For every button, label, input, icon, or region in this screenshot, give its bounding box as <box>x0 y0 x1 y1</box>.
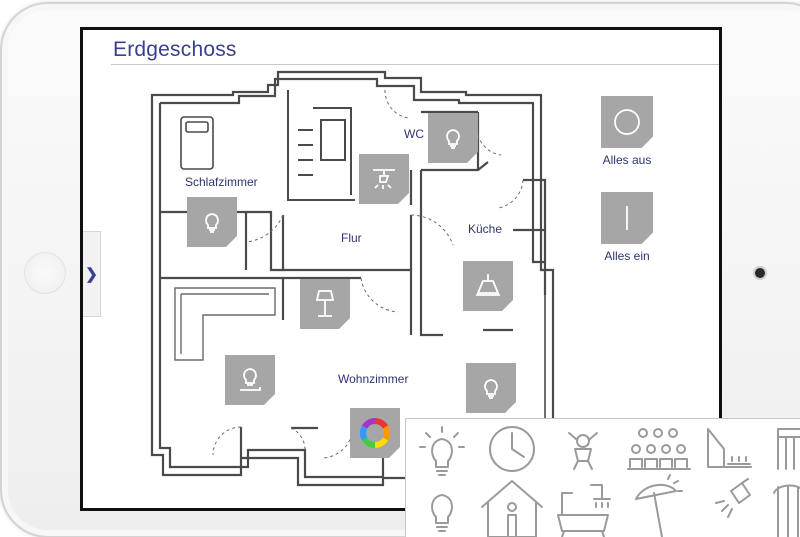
living-floorlamp-tile[interactable] <box>300 279 350 329</box>
room-label-living: Wohnzimmer <box>338 372 409 386</box>
living-color-tile[interactable] <box>350 408 400 458</box>
spotlight-icon[interactable] <box>715 478 751 518</box>
baby-icon[interactable] <box>568 432 598 470</box>
kitchen-pendant-tile[interactable] <box>463 261 513 311</box>
room-label-hall: Flur <box>341 231 362 245</box>
light-bulb-icon <box>446 129 460 149</box>
room-label-bedroom: Schlafzimmer <box>185 175 258 189</box>
floor-lamp-icon <box>315 290 335 317</box>
power-on-line-icon <box>626 206 628 230</box>
all-off-tile[interactable] <box>601 96 653 148</box>
light-bulb-icon <box>484 379 498 399</box>
clock-icon[interactable] <box>489 426 535 472</box>
chevron-right-icon: ❯ <box>85 266 98 283</box>
page-title: Erdgeschoss <box>113 38 237 61</box>
bulb-icon[interactable] <box>431 494 453 532</box>
radiator-icon[interactable] <box>777 428 800 470</box>
parasol-icon[interactable] <box>635 474 683 537</box>
hall-spotlight-tile[interactable] <box>359 154 409 204</box>
bedroom-light-tile[interactable] <box>187 197 237 247</box>
group-people-icon[interactable] <box>627 428 691 470</box>
icon-palette <box>405 418 800 537</box>
home-button[interactable] <box>24 252 66 294</box>
all-on-button[interactable]: Alles ein <box>601 192 653 263</box>
icon-palette-grid <box>419 426 800 537</box>
living-light-tile[interactable] <box>466 363 516 413</box>
power-off-circle-icon <box>614 109 640 135</box>
bright-bulb-icon[interactable] <box>419 426 465 476</box>
wc-light-tile[interactable] <box>428 113 478 163</box>
tablet-screen: Erdgeschoss <box>80 27 722 511</box>
room-label-kitchen: Küche <box>468 222 503 236</box>
sidebar-toggle[interactable]: ❯ <box>83 231 101 317</box>
all-on-tile[interactable] <box>601 192 653 244</box>
spotlight-icon <box>373 169 395 189</box>
living-walllight-tile[interactable] <box>225 355 275 405</box>
front-camera <box>755 268 765 278</box>
title-divider <box>111 64 719 65</box>
pendant-lamp-icon <box>476 274 500 296</box>
heater-icon[interactable] <box>773 484 800 537</box>
bathtub-icon[interactable] <box>557 484 611 537</box>
all-off-button[interactable]: Alles aus <box>601 96 653 167</box>
room-label-wc: WC <box>404 127 424 141</box>
floor-heating-icon[interactable] <box>707 428 752 468</box>
all-off-label: Alles aus <box>602 153 652 167</box>
light-bulb-icon <box>205 213 219 233</box>
color-wheel-icon <box>360 417 390 449</box>
wall-light-icon <box>240 368 261 391</box>
all-on-label: Alles ein <box>604 249 650 263</box>
house-person-icon[interactable] <box>481 480 543 537</box>
